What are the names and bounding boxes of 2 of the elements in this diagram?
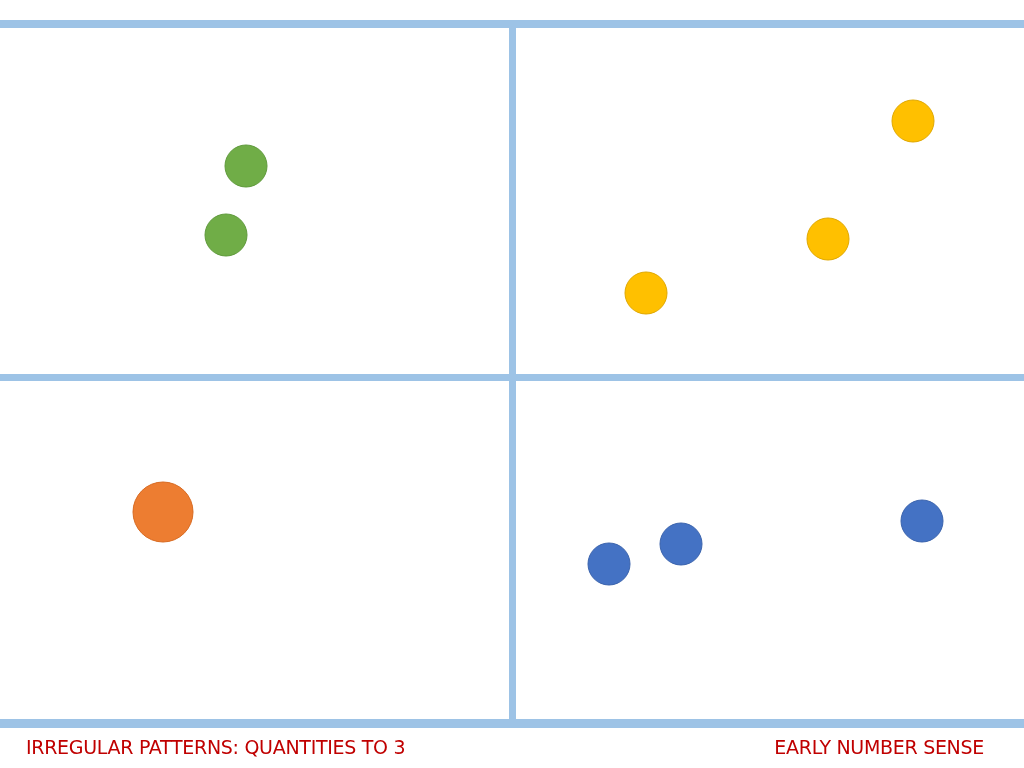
footer-text: IRREGULAR PATTERNS: QUANTITIES TO 3	[26, 736, 406, 758]
footer-text: EARLY NUMBER SENSE	[774, 736, 984, 758]
